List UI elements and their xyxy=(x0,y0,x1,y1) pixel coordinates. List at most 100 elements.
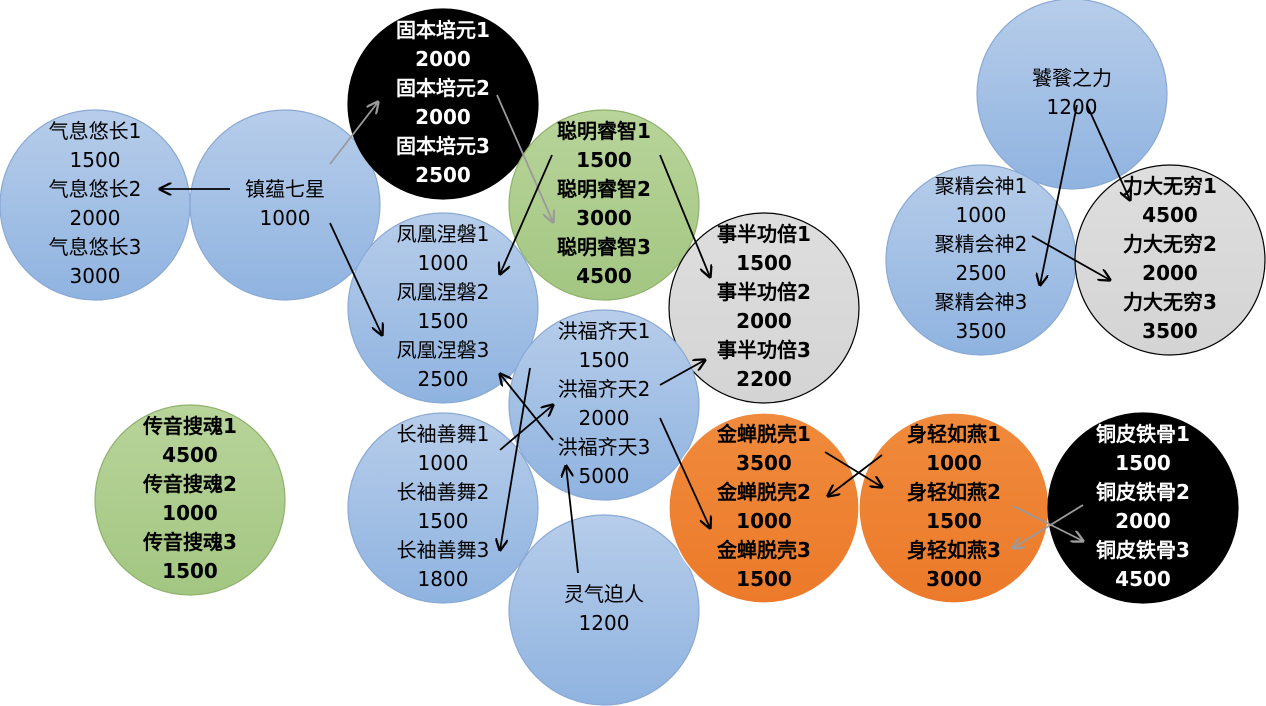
skill-cost-label: 1500 xyxy=(576,148,632,172)
skill-name-label: 长袖善舞2 xyxy=(397,480,490,504)
arrow-hongfu-jinchan xyxy=(659,417,710,528)
skill-name-label: 铜皮铁骨3 xyxy=(1096,538,1190,562)
skill-arrows xyxy=(160,94,1130,574)
arrow-taotie-jujing xyxy=(1040,104,1078,285)
skill-cost-label: 1500 xyxy=(736,567,792,591)
skill-name-label: 洪福齐天2 xyxy=(558,377,651,401)
skill-name-label: 身轻如燕3 xyxy=(907,538,1001,562)
skill-name-label: 固本培元2 xyxy=(396,76,490,100)
skill-node-circle xyxy=(347,8,539,200)
skill-cost-label: 1500 xyxy=(736,251,792,275)
skill-node-circle xyxy=(668,212,860,404)
skill-cost-label: 1500 xyxy=(1115,451,1171,475)
skill-cost-label: 1500 xyxy=(418,309,469,333)
skill-name-label: 聚精会神2 xyxy=(935,232,1028,256)
skill-cost-label: 1500 xyxy=(926,509,982,533)
skill-name-label: 聚精会神3 xyxy=(935,290,1028,314)
arrow-zhenyun-guben xyxy=(329,102,378,165)
skill-name-label: 洪福齐天1 xyxy=(558,319,651,343)
skill-name-label: 力大无穷1 xyxy=(1123,174,1217,198)
skill-cost-label: 1800 xyxy=(418,567,469,591)
skill-node-circle xyxy=(508,109,700,301)
skill-cost-label: 1000 xyxy=(926,451,982,475)
arrow-hongfu-shiban xyxy=(659,360,705,386)
skill-name-label: 聪明睿智3 xyxy=(557,235,651,259)
skill-node-circle xyxy=(189,109,381,301)
skill-name-label: 事半功倍2 xyxy=(717,280,811,304)
skill-name-label: 力大无穷2 xyxy=(1123,232,1217,256)
arrow-hongfu-fenghuang xyxy=(500,374,554,441)
skill-cost-label: 1200 xyxy=(1047,95,1098,119)
skill-cost-label: 1000 xyxy=(418,251,469,275)
arrow-shenqing-jinchan xyxy=(828,454,883,496)
skill-cost-label: 2000 xyxy=(1115,509,1171,533)
skill-node-circle xyxy=(508,309,700,501)
arrow-jujing-lida xyxy=(1031,235,1110,280)
skill-node-lida: 力大无穷1 4500 力大无穷2 2000 力大无穷3 3500 xyxy=(1074,164,1266,356)
skill-name-label: 固本培元3 xyxy=(396,134,490,158)
skill-cost-label: 2000 xyxy=(415,105,471,129)
skill-name-label: 长袖善舞1 xyxy=(397,422,490,446)
skill-cost-label: 2000 xyxy=(1142,261,1198,285)
skill-cost-label: 1200 xyxy=(579,611,630,635)
skill-name-label: 洪福齐天3 xyxy=(558,435,651,459)
arrow-hongfu-changxiu xyxy=(500,367,531,550)
skill-cost-label: 1500 xyxy=(70,148,121,172)
skill-name-label: 传音搜魂2 xyxy=(142,472,237,496)
arrow-tongpi-shenqing xyxy=(1013,504,1084,548)
skill-name-label: 铜皮铁骨2 xyxy=(1096,480,1190,504)
skill-name-label: 气息悠长1 xyxy=(49,119,142,143)
skill-name-label: 长袖善舞3 xyxy=(397,538,490,562)
skill-cost-label: 4500 xyxy=(1142,203,1198,227)
skill-name-label: 气息悠长3 xyxy=(49,235,142,259)
skill-name-label: 固本培元1 xyxy=(396,18,490,42)
skill-cost-label: 1000 xyxy=(162,501,218,525)
arrow-zhenyun-fenghuang xyxy=(329,222,382,335)
skill-node-circle xyxy=(94,404,286,596)
skill-cost-label: 4500 xyxy=(576,264,632,288)
arrow-lingqi-hongfu xyxy=(566,466,579,574)
skill-name-label: 聪明睿智2 xyxy=(557,177,651,201)
skill-name-label: 聚精会神1 xyxy=(935,174,1028,198)
skill-node-circle xyxy=(1047,412,1239,604)
skill-name-label: 身轻如燕1 xyxy=(907,422,1001,446)
skill-node-circle xyxy=(976,0,1168,190)
skill-cost-label: 2500 xyxy=(956,261,1007,285)
skill-name-label: 力大无穷3 xyxy=(1123,290,1217,314)
skill-cost-label: 2000 xyxy=(70,206,121,230)
skill-name-label: 铜皮铁骨1 xyxy=(1096,422,1190,446)
skill-name-label: 凤凰涅磐2 xyxy=(397,280,490,304)
skill-cost-label: 1500 xyxy=(418,509,469,533)
skill-cost-label: 3500 xyxy=(736,451,792,475)
skill-cost-label: 3000 xyxy=(926,567,982,591)
skill-name-label: 事半功倍1 xyxy=(717,222,811,246)
skill-cost-label: 2000 xyxy=(415,47,471,71)
skill-name-label: 传音搜魂1 xyxy=(142,414,237,438)
arrow-congming-fenghuang xyxy=(500,154,553,274)
skill-cost-label: 3500 xyxy=(1142,319,1198,343)
skill-name-label: 聪明睿智1 xyxy=(557,119,651,143)
arrow-guben-congming xyxy=(496,94,553,222)
arrow-taotie-lida xyxy=(1086,104,1130,200)
skill-name-label: 镇蕴七星 xyxy=(245,177,325,201)
skill-node-circle xyxy=(347,212,539,404)
skill-name-label: 凤凰涅磐3 xyxy=(397,338,490,362)
skill-cost-label: 2500 xyxy=(418,367,469,391)
skill-cost-label: 2200 xyxy=(736,367,792,391)
skill-name-label: 金蝉脱壳3 xyxy=(716,538,811,562)
skill-name-label: 事半功倍3 xyxy=(717,338,811,362)
skill-cost-label: 1000 xyxy=(956,203,1007,227)
